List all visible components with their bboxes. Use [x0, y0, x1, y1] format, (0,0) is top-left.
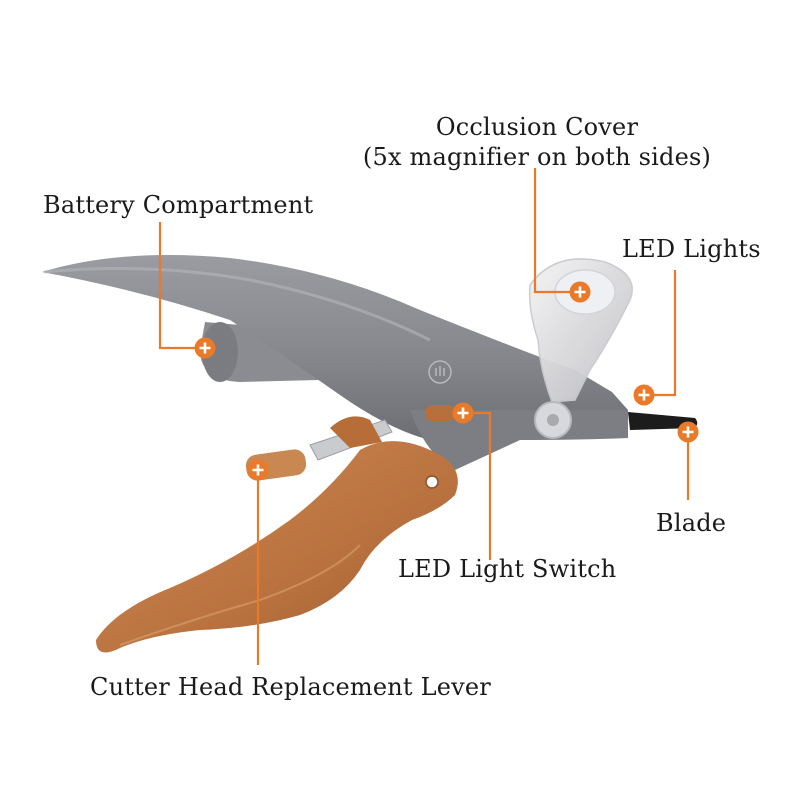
- handle: [96, 441, 458, 653]
- hand-icon: [428, 360, 452, 384]
- lower-jaw: [410, 410, 628, 470]
- hotspot-led-lights[interactable]: [633, 384, 655, 406]
- label-led-light-switch: LED Light Switch: [398, 555, 617, 583]
- led-switch-part: [425, 405, 455, 421]
- plus-icon: [199, 342, 211, 354]
- label-blade: Blade: [656, 509, 727, 537]
- hotspot-occlusion-cover[interactable]: [569, 281, 591, 303]
- label-occlusion-cover-note: (5x magnifier on both sides): [362, 143, 712, 171]
- hotspot-led-light-switch[interactable]: [452, 402, 474, 424]
- hotspot-battery-compartment[interactable]: [194, 337, 216, 359]
- label-battery-compartment: Battery Compartment: [43, 191, 314, 219]
- plus-icon: [638, 389, 650, 401]
- hotspot-blade[interactable]: [677, 421, 699, 443]
- plus-icon: [457, 407, 469, 419]
- plus-icon: [252, 464, 264, 476]
- label-cutter-head-replacement-lever: Cutter Head Replacement Lever: [90, 673, 491, 701]
- hotspot-cutter-head-replacement-lever[interactable]: [247, 459, 269, 481]
- plus-icon: [682, 426, 694, 438]
- lever-part: [245, 416, 393, 481]
- label-occlusion-cover: Occlusion Cover: [435, 113, 639, 141]
- callout-lines: [158, 168, 690, 665]
- upper-body: [42, 255, 628, 440]
- plus-icon: [574, 286, 586, 298]
- label-led-lights: LED Lights: [622, 235, 761, 263]
